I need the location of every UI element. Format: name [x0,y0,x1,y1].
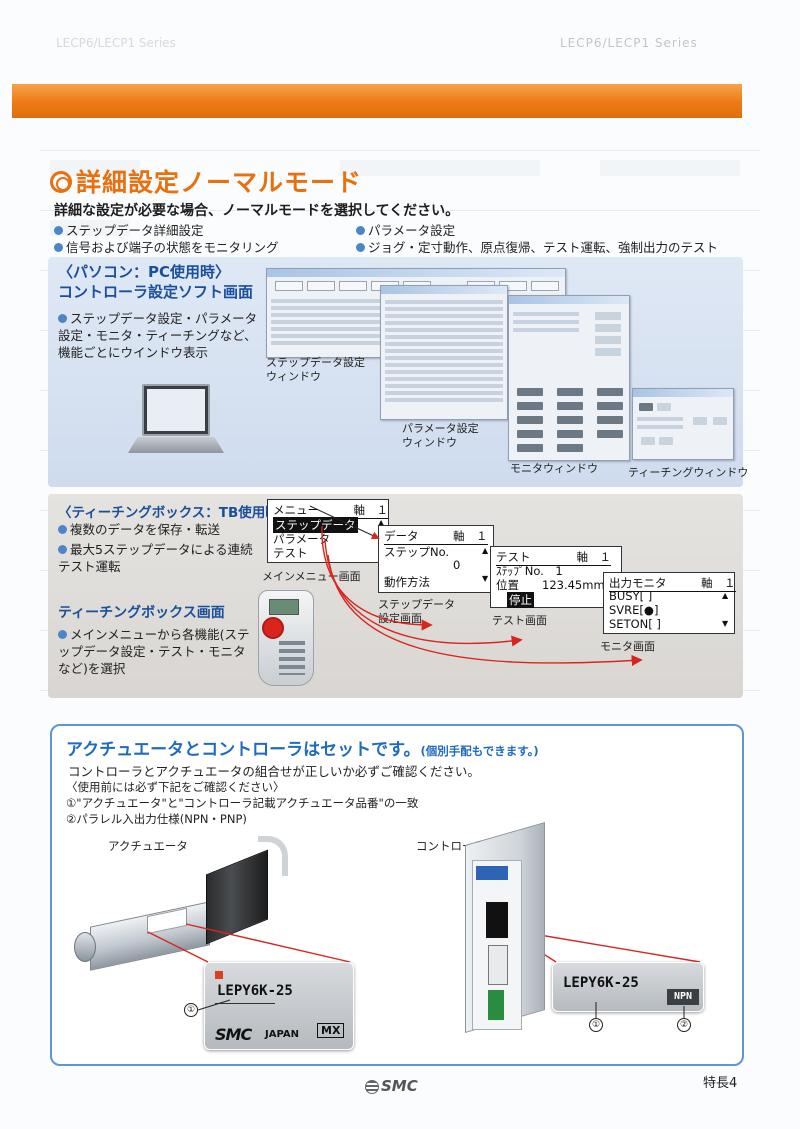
bullet-icon [54,226,63,235]
actuator-cable [258,836,288,876]
actuator-model-code: LEPY6K-25 [217,983,293,999]
caption-monitor-window: モニタウィンドウ [510,462,598,475]
controller-terminal [488,990,504,1020]
caption-parameter-window: パラメータ設定 ウィンドウ [402,422,479,449]
caption-main-menu: メインメニュー画面 [262,570,361,583]
bullet-monitoring: 信号および端子の状態をモニタリング [54,237,279,256]
mx-label: MX [317,1023,345,1038]
lcd-test: テスト 軸 １ ｽﾃｯﾌﾟNo. 1 位置 123.45mm 停止 [490,546,622,608]
set-line-4: ②パラレル入出力仕様(NPN・PNP) [66,812,247,826]
bullet-step-data: ステップデータ詳細設定 [54,220,204,239]
emergency-stop-icon [262,617,284,639]
callout-1-actuator: ① [184,1003,198,1017]
caption-teaching-window: ティーチングウィンドウ [628,466,749,479]
orange-header-band [12,84,742,118]
series-ghost-left: LECP6/LECP1 Series [56,36,176,50]
controller-label-zoom: LEPY6K-25 NPN [552,962,704,1012]
red-mark-icon [215,971,223,979]
callout-2-controller: ② [677,1018,691,1032]
controller-blue-label [476,866,508,880]
footer-logo: SMC [365,1077,418,1095]
caption-step-data-screen: ステップデータ 設定画面 [378,598,455,625]
bullet-icon [58,545,67,554]
double-circle-icon [50,171,72,193]
set-line-1: コントローラとアクチュエータの組合せが正しいか必ずご確認ください。 [68,764,480,779]
actuator-label-zoom: LEPY6K-25 SMC JAPAN MX [204,962,354,1050]
page-number: 特長4 [703,1076,738,1091]
caption-step-window: ステップデータ設定 ウィンドウ [266,356,365,383]
bullet-icon [356,243,365,252]
tb-bullet-test-run: 最大5ステップデータによる連続テスト運転 [58,542,253,574]
tb-subtitle: ティーチングボックス画面 [58,605,225,621]
bullet-jog-test: ジョグ・定寸動作、原点復帰、テスト運転、強制出力のテスト [356,237,718,256]
laptop-base [128,437,224,453]
scroll-down-arrow-icon: ▼ [722,619,729,628]
set-line-3: ①"アクチュエータ"と"コントローラ記載アクチュエータ品番"の一致 [66,796,419,810]
scroll-up-arrow-icon: ▲ [378,518,385,527]
section-title: 詳細設定ノーマルモード [50,163,362,199]
bullet-parameter: パラメータ設定 [356,220,455,239]
parameter-window-screenshot [380,285,508,420]
tb-sub-description: メインメニューから各機能(ステップデータ設定・テスト・モニタなど)を選択 [58,627,250,676]
teaching-pendant-image [258,590,314,686]
lcd-step-data: データ 軸 １ ステップNo. 0 動作方法 ▲ ▼ [378,525,494,593]
lead-text: 詳細な設定が必要な場合、ノーマルモードを選択してください。 [54,203,460,219]
caption-test-screen: テスト画面 [492,614,547,627]
monitor-window-screenshot [508,295,630,461]
lcd-monitor: 出力モニタ 軸 １ BUSY[ ] SVRE[●] SETON[ ] ▲ ▼ [603,572,736,634]
controller-connector [488,945,508,985]
pc-description: ステップデータ設定・パラメータ設定・モニタ・ティーチングなど、機能ごとにウインド… [58,311,258,360]
tb-title: 〈ティーチングボックス：TB使用時〉 [58,505,293,521]
callout-1-controller: ① [589,1018,603,1032]
teaching-window-screenshot [632,388,734,460]
smc-logo: SMC [215,1025,252,1044]
caption-monitor-screen: モニタ画面 [600,640,655,653]
smc-logo-icon [365,1079,379,1094]
laptop-icon [142,384,210,436]
bullet-icon [58,630,67,639]
tb-bullet-save: 複数のデータを保存・転送 [58,521,220,538]
bullet-icon [356,226,365,235]
actuator-rod [74,932,96,962]
npn-label: NPN [667,989,699,1005]
pc-title: 〈パソコン：PC使用時〉 コントローラ設定ソフト画面 [58,263,254,301]
set-title: アクチュエータとコントローラはセットです。(個別手配もできます。) [66,740,539,760]
scroll-down-arrow-icon: ▼ [482,574,489,583]
bullet-icon [58,525,67,534]
series-label: LECP6/LECP1 Series [560,36,698,50]
set-info-box [50,724,744,1066]
bullet-icon [58,314,67,323]
bullet-icon [54,243,63,252]
scroll-up-arrow-icon: ▲ [482,546,489,555]
japan-label: JAPAN [265,1029,299,1040]
scroll-up-arrow-icon: ▲ [722,591,729,600]
controller-model-code: LEPY6K-25 [563,975,639,991]
set-line-2: 〈使用前には必ず下記をご確認ください〉 [66,780,285,794]
label-actuator: アクチュエータ [108,839,188,853]
controller-display [486,902,508,938]
